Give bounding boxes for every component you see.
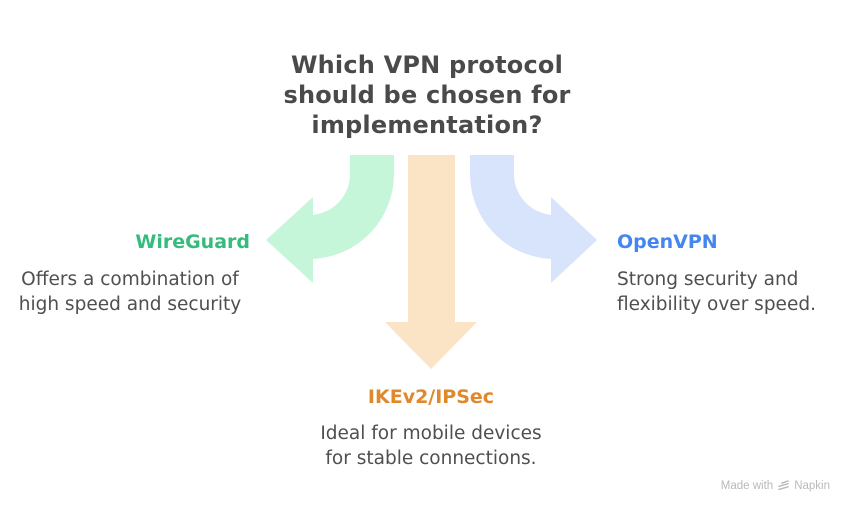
wireguard-desc-line-2: high speed and security — [18, 294, 242, 315]
wireguard-description: Offers a combination of high speed and s… — [0, 267, 260, 317]
title-line-3: implementation? — [311, 111, 543, 139]
arrow-right — [470, 155, 597, 283]
watermark-prefix: Made with — [720, 479, 774, 492]
ikev2-description: Ideal for mobile devices for stable conn… — [296, 421, 566, 471]
ikev2-desc-line-1: Ideal for mobile devices — [320, 423, 542, 444]
napkin-logo-icon — [778, 480, 790, 491]
openvpn-desc-line-1: Strong security and — [617, 269, 799, 290]
ikev2-label: IKEv2/IPSec — [367, 386, 495, 408]
arrow-right-head — [551, 197, 597, 283]
arrow-down-head — [385, 322, 477, 369]
arrow-down — [385, 155, 477, 369]
title-line-2: should be chosen for — [283, 81, 571, 109]
arrow-left-head — [266, 197, 313, 283]
title-line-1: Which VPN protocol — [290, 51, 564, 79]
openvpn-desc-line-2: flexibility over speed. — [617, 294, 816, 315]
arrow-left-band — [307, 155, 394, 259]
watermark-brand: Napkin — [794, 479, 830, 492]
diagram-title: Which VPN protocol should be chosen for … — [232, 50, 622, 140]
wireguard-desc-line-1: Offers a combination of — [21, 269, 239, 290]
openvpn-label: OpenVPN — [617, 231, 718, 253]
openvpn-description: Strong security and flexibility over spe… — [617, 267, 837, 317]
ikev2-desc-line-2: for stable connections. — [325, 448, 537, 469]
arrow-left — [266, 155, 394, 283]
made-with-napkin-watermark[interactable]: Made with Napkin — [721, 479, 830, 492]
wireguard-label: WireGuard — [135, 231, 250, 253]
arrow-right-band — [470, 155, 557, 259]
